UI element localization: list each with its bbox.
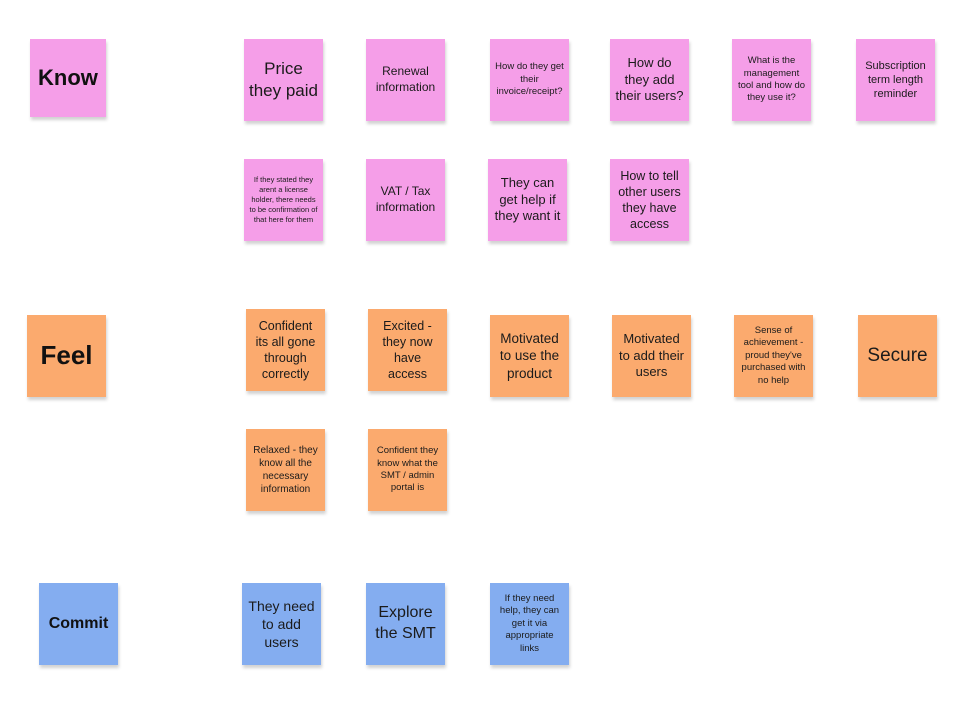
sticky-note[interactable]: Confident its all gone through correctly [246, 309, 325, 391]
row-label-commit: Commit [39, 583, 118, 665]
sticky-note[interactable]: How do they get their invoice/receipt? [490, 39, 569, 121]
sticky-note[interactable]: Excited - they now have access [368, 309, 447, 391]
sticky-note[interactable]: How to tell other users they have access [610, 159, 689, 241]
sticky-note[interactable]: They can get help if they want it [488, 159, 567, 241]
sticky-note[interactable]: VAT / Tax information [366, 159, 445, 241]
row-label-feel: Feel [27, 315, 106, 397]
sticky-note[interactable]: Price they paid [244, 39, 323, 121]
sticky-note[interactable]: Motivated to add their users [612, 315, 691, 397]
sticky-note[interactable]: They need to add users [242, 583, 321, 665]
sticky-note[interactable]: If they stated they arent a license hold… [244, 159, 323, 241]
sticky-note[interactable]: Motivated to use the product [490, 315, 569, 397]
sticky-note[interactable]: Subscription term length reminder [856, 39, 935, 121]
sticky-note[interactable]: Confident they know what the SMT / admin… [368, 429, 447, 511]
sticky-note[interactable]: If they need help, they can get it via a… [490, 583, 569, 665]
sticky-note[interactable]: Sense of achievement - proud they've pur… [734, 315, 813, 397]
sticky-note[interactable]: What is the management tool and how do t… [732, 39, 811, 121]
sticky-note[interactable]: Relaxed - they know all the necessary in… [246, 429, 325, 511]
sticky-note[interactable]: Renewal information [366, 39, 445, 121]
sticky-note[interactable]: Secure [858, 315, 937, 397]
row-label-know: Know [30, 39, 106, 117]
sticky-note[interactable]: Explore the SMT [366, 583, 445, 665]
sticky-note[interactable]: How do they add their users? [610, 39, 689, 121]
